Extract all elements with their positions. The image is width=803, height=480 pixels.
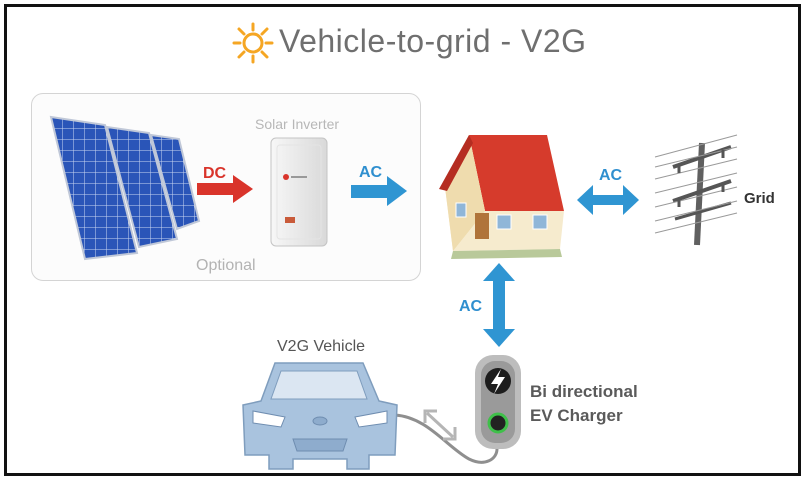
power-pylon-icon: [654, 134, 738, 246]
charger-label-line2: EV Charger: [530, 406, 623, 425]
charging-cable: [394, 413, 499, 464]
lightning-icon: [485, 368, 511, 394]
ac-label-house-charger: AC: [459, 298, 483, 315]
ev-charger-icon: [475, 355, 521, 449]
ac-arrow-house-charger: [483, 263, 515, 347]
dc-arrow: [197, 175, 253, 203]
title-row: Vehicle-to-grid - V2G: [229, 21, 587, 61]
title-sun-spacer: [229, 21, 269, 61]
optional-label: Optional: [196, 257, 256, 274]
diagram-artwork: [49, 22, 738, 470]
cable-flow-arrow: [423, 409, 457, 441]
inverter-icon: [270, 137, 328, 247]
ac-label-inverter-house: AC: [359, 164, 383, 181]
page-title: Vehicle-to-grid - V2G: [279, 22, 587, 59]
car-icon: [242, 362, 398, 470]
grid-label: Grid: [744, 190, 775, 207]
solar-inverter-label: Solar Inverter: [255, 116, 340, 132]
charger-label-line1: Bi directional: [530, 382, 638, 401]
v2g-vehicle-label: V2G Vehicle: [277, 338, 366, 355]
diagram-frame: Vehicle-to-grid - V2G Solar Inverter Opt…: [4, 4, 801, 476]
solar-panel-icon: [49, 115, 201, 261]
house-icon: [439, 135, 564, 259]
dc-label: DC: [203, 165, 227, 182]
ac-arrow-house-grid: [577, 185, 639, 215]
ac-arrow-inverter-house: [351, 176, 407, 206]
ac-label-house-grid: AC: [599, 167, 623, 184]
charger-label: Bi directional EV Charger: [530, 380, 638, 428]
sun-icon: [232, 22, 274, 64]
